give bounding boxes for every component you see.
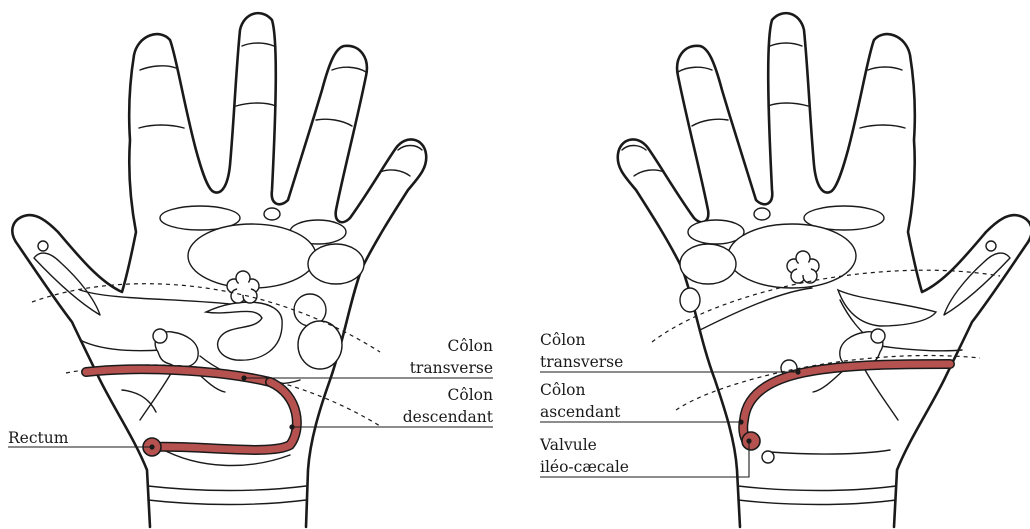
right-label-colon-transverse-2: transverse	[540, 353, 623, 371]
left-label-colon-descending-2: descendant	[403, 408, 494, 426]
left-zone-2	[264, 208, 280, 220]
left-label-colon-transverse-1: Côlon	[448, 337, 493, 355]
right-label-valve-2: iléo-cæcale	[540, 458, 629, 476]
right-hand: Côlon transverse Côlon ascendant Valvule…	[539, 13, 1030, 527]
right-label-valve-1: Valvule	[539, 436, 597, 454]
right-zone-2	[754, 208, 770, 220]
left-label-colon-transverse-2: transverse	[410, 359, 493, 377]
right-label-colon-ascending-1: Côlon	[540, 381, 585, 399]
left-small-circle	[153, 329, 167, 343]
right-small-circle	[871, 329, 885, 343]
left-zone-7	[298, 321, 342, 369]
left-hand: Côlon transverse Côlon descendant Rectum	[8, 13, 494, 527]
left-label-rectum: Rectum	[8, 429, 69, 447]
left-thumb-circle	[38, 241, 48, 251]
right-label-colon-transverse-1: Côlon	[540, 331, 585, 349]
right-thumb-circle	[986, 241, 996, 251]
right-label-colon-ascending-2: ascendant	[540, 403, 621, 421]
left-label-colon-descending-1: Côlon	[448, 386, 493, 404]
left-zone-5	[308, 244, 364, 284]
right-caecum-circle	[762, 451, 774, 463]
right-zone-6	[680, 288, 700, 312]
right-zone-5	[680, 244, 736, 284]
